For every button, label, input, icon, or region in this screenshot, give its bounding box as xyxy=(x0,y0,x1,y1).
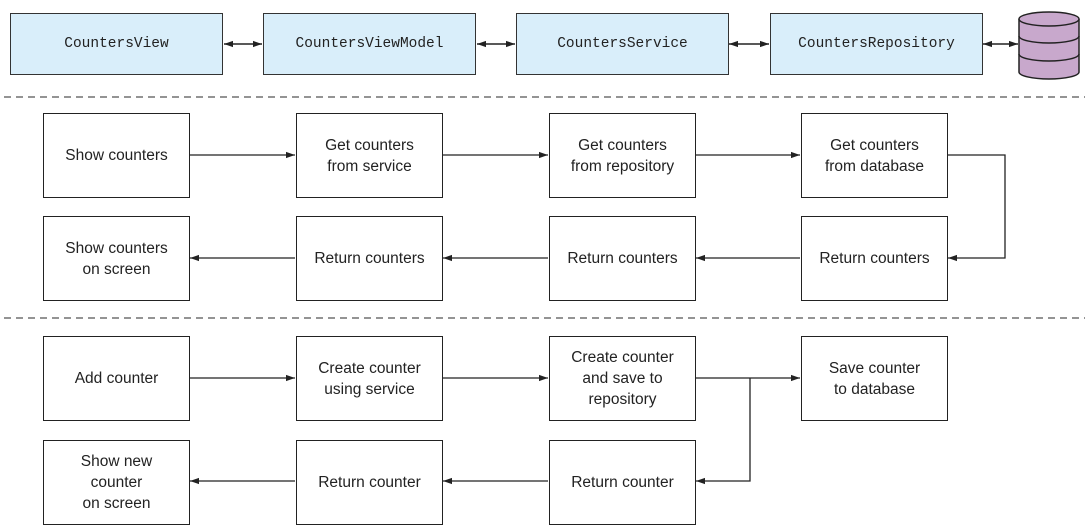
flow-arrow xyxy=(948,154,1006,262)
layer-label: CountersRepository xyxy=(798,36,955,52)
step-box: Get counters from repository xyxy=(549,113,696,198)
flow-arrow xyxy=(696,378,751,485)
step-box: Return counter xyxy=(549,440,696,525)
step-box: Get counters from service xyxy=(296,113,443,198)
layer-label: CountersViewModel xyxy=(295,36,444,52)
step-box: Return counters xyxy=(801,216,948,301)
database-icon xyxy=(1018,11,1080,80)
layer-label: CountersView xyxy=(64,36,169,52)
step-box: Show new counter on screen xyxy=(43,440,190,525)
layer-box-view: CountersView xyxy=(10,13,223,75)
step-box: Show counters xyxy=(43,113,190,198)
step-box: Create counter and save to repository xyxy=(549,336,696,421)
step-box: Return counters xyxy=(549,216,696,301)
step-box: Save counter to database xyxy=(801,336,948,421)
step-box: Get counters from database xyxy=(801,113,948,198)
step-box: Show counters on screen xyxy=(43,216,190,301)
layer-label: CountersService xyxy=(557,36,688,52)
layer-box-viewmodel: CountersViewModel xyxy=(263,13,476,75)
layer-box-repository: CountersRepository xyxy=(770,13,983,75)
step-box: Return counters xyxy=(296,216,443,301)
layer-box-service: CountersService xyxy=(516,13,729,75)
step-box: Create counter using service xyxy=(296,336,443,421)
step-box: Add counter xyxy=(43,336,190,421)
step-box: Return counter xyxy=(296,440,443,525)
